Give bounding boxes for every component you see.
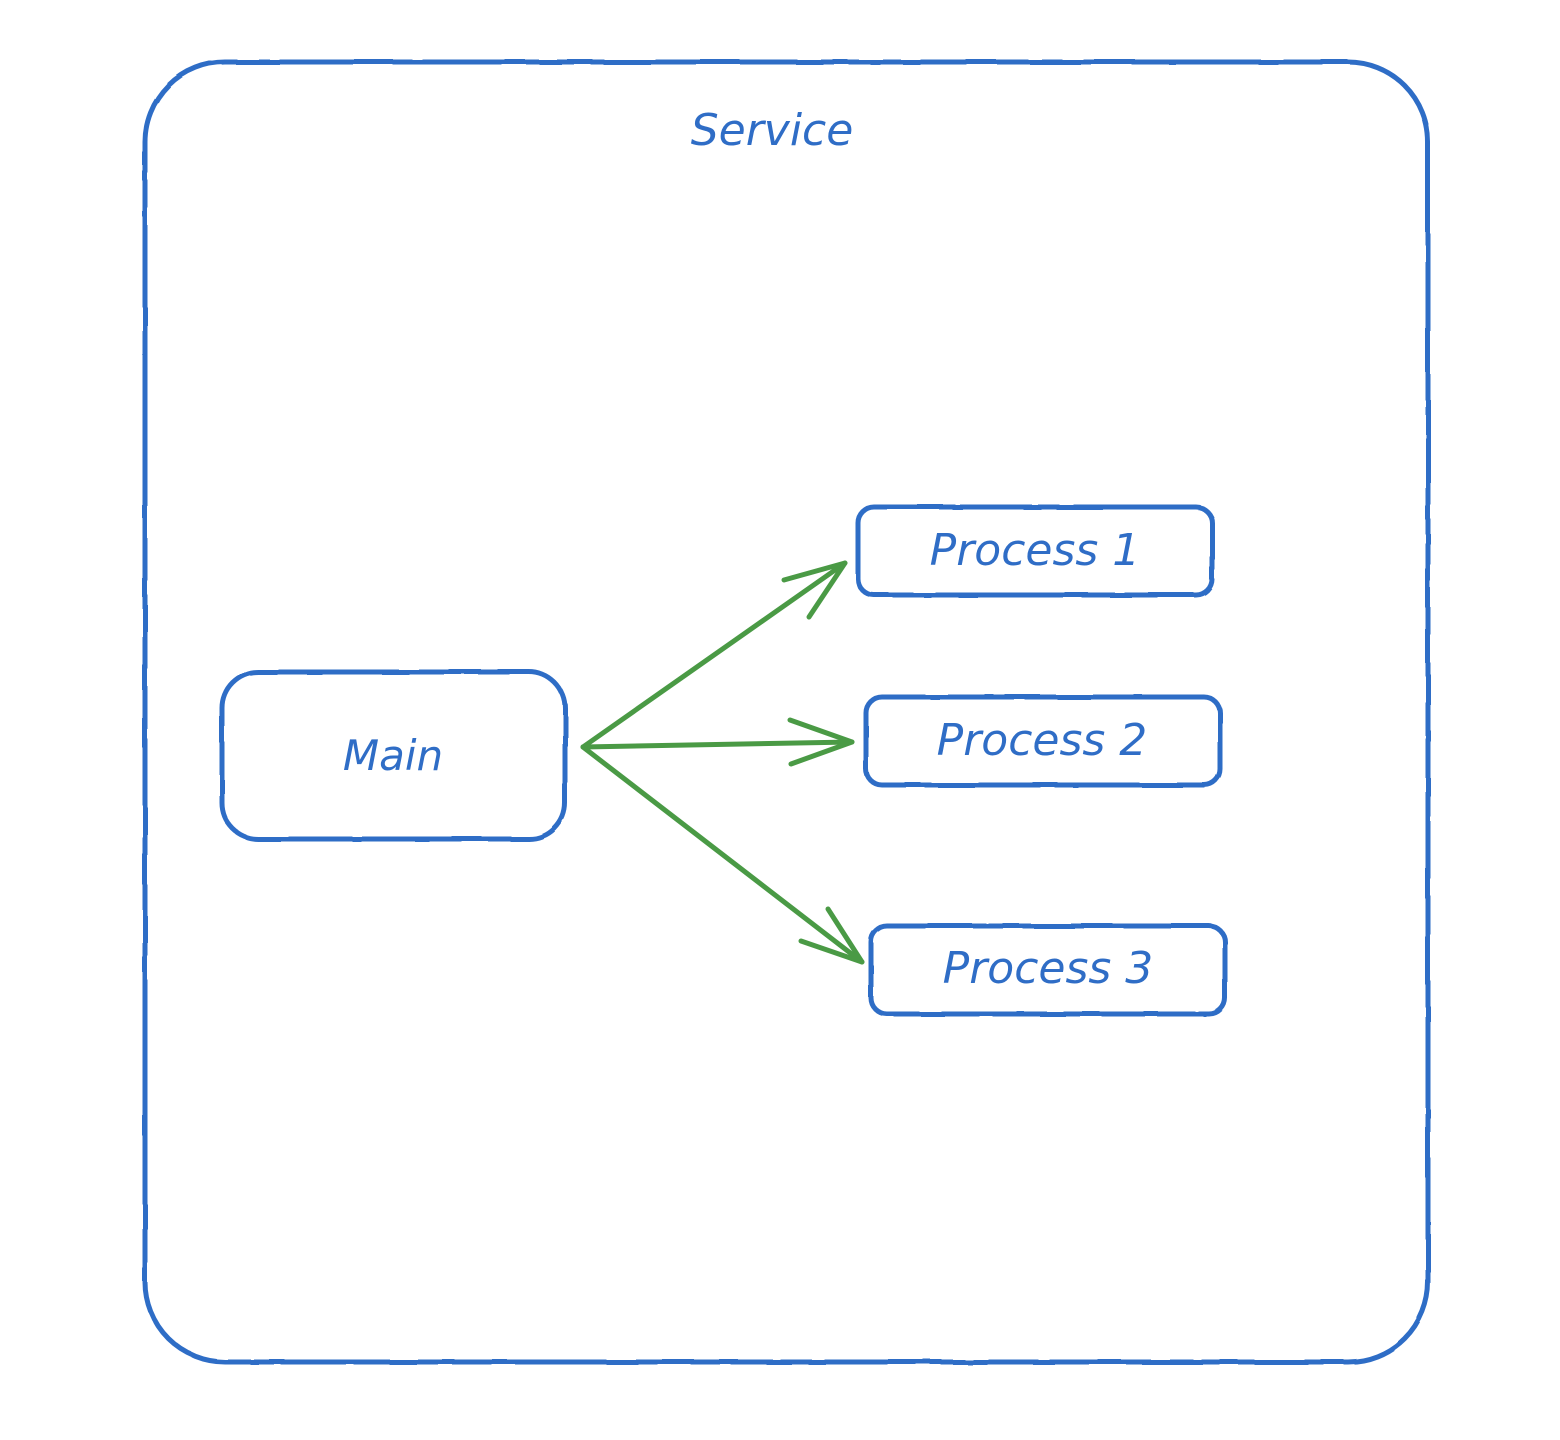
process-1-node-box [855, 504, 1215, 598]
process-2-node-label: Process 2 [937, 715, 1148, 766]
arrow-main-to-process-2 [580, 717, 855, 767]
process-3-node[interactable]: Process 3 [868, 923, 1228, 1017]
process-3-node-label: Process 3 [943, 943, 1154, 994]
arrow-main-to-process-2-head [787, 717, 855, 767]
arrow-main-to-process-3 [580, 744, 865, 965]
arrow-main-to-process-1 [580, 560, 848, 750]
arrow-main-to-process-2-shaft [580, 739, 855, 750]
arrow-main-to-process-1-head [781, 560, 848, 620]
main-node-box [219, 669, 568, 842]
arrow-main-to-process-3-shaft [580, 744, 865, 965]
service-container: Service [142, 59, 1431, 1365]
main-node-label: Main [343, 731, 443, 780]
process-2-node[interactable]: Process 2 [863, 694, 1223, 788]
process-1-node-label: Process 1 [930, 525, 1141, 576]
process-3-node-box [868, 923, 1228, 1017]
main-node[interactable]: Main [219, 669, 568, 842]
process-2-node-box [863, 694, 1223, 788]
service-container-border [142, 59, 1431, 1365]
service-label: Service [691, 105, 854, 156]
arrows [580, 560, 865, 965]
process-1-node[interactable]: Process 1 [855, 504, 1215, 598]
arrow-main-to-process-1-shaft [580, 560, 848, 750]
arrow-main-to-process-3-head [798, 906, 865, 965]
